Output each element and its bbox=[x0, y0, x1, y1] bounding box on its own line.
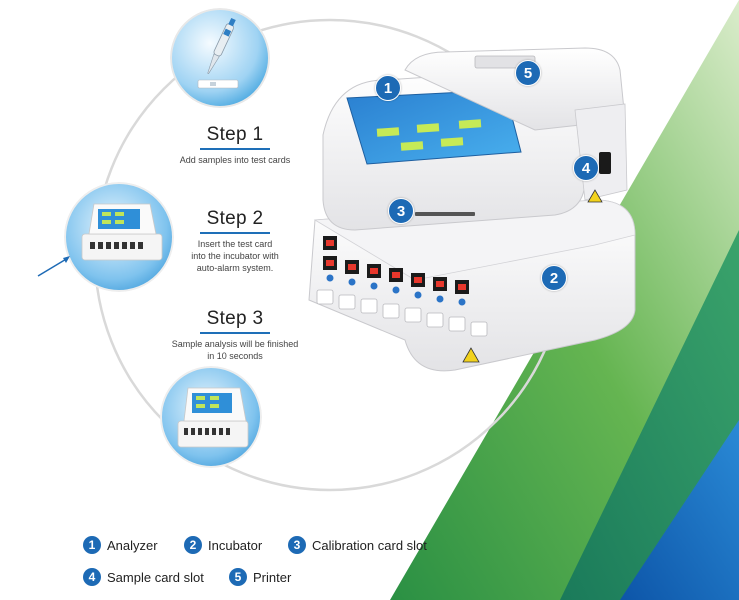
callout-2: 2 bbox=[541, 265, 567, 291]
legend-item-printer: 5 Printer bbox=[229, 568, 291, 586]
legend-label: Analyzer bbox=[107, 537, 158, 553]
legend-label: Sample card slot bbox=[107, 569, 204, 585]
step-2-title: Step 2 bbox=[206, 208, 264, 229]
callout-3: 3 bbox=[388, 198, 414, 224]
callout-1: 1 bbox=[375, 75, 401, 101]
step-3-underline bbox=[200, 332, 270, 334]
step-1-desc: Add samples into test cards bbox=[179, 155, 291, 165]
step-2-desc-line-2: into the incubator with bbox=[191, 251, 279, 261]
legend-item-incubator: 2 Incubator bbox=[184, 536, 262, 554]
legend-label: Calibration card slot bbox=[312, 537, 427, 553]
legend-label: Printer bbox=[253, 569, 292, 585]
callout-4: 4 bbox=[573, 155, 599, 181]
arrow-icon bbox=[37, 256, 70, 277]
step-3: Step 3 Sample analysis will be finished … bbox=[155, 308, 315, 362]
incubator-image bbox=[64, 182, 174, 292]
legend-number: 1 bbox=[83, 536, 101, 554]
pipette-image bbox=[170, 8, 270, 108]
legend-number: 5 bbox=[229, 568, 247, 586]
biohazard-icon bbox=[462, 347, 480, 363]
legend-item-sample-slot: 4 Sample card slot bbox=[83, 568, 204, 586]
step-3-desc-line-1: Sample analysis will be finished bbox=[171, 339, 299, 349]
legend-label: Incubator bbox=[208, 537, 263, 553]
step-2-desc-line-3: auto-alarm system. bbox=[196, 263, 274, 273]
analyzer-image bbox=[160, 366, 262, 468]
step-3-title: Step 3 bbox=[206, 308, 264, 329]
step-1-underline bbox=[200, 148, 270, 150]
step-2-underline bbox=[200, 232, 270, 234]
step-3-desc-line-2: in 10 seconds bbox=[207, 351, 263, 361]
legend-item-analyzer: 1 Analyzer bbox=[83, 536, 158, 554]
legend-number: 4 bbox=[83, 568, 101, 586]
analyzer-device bbox=[308, 47, 636, 372]
legend-number: 2 bbox=[184, 536, 202, 554]
legend-number: 3 bbox=[288, 536, 306, 554]
legend-item-calibration-slot: 3 Calibration card slot bbox=[288, 536, 427, 554]
step-1: Step 1 Add samples into test cards bbox=[160, 124, 310, 166]
step-2: Step 2 Insert the test card into the inc… bbox=[160, 208, 310, 274]
step-1-title: Step 1 bbox=[206, 124, 264, 145]
callout-5: 5 bbox=[515, 60, 541, 86]
step-2-desc-line-1: Insert the test card bbox=[197, 239, 273, 249]
